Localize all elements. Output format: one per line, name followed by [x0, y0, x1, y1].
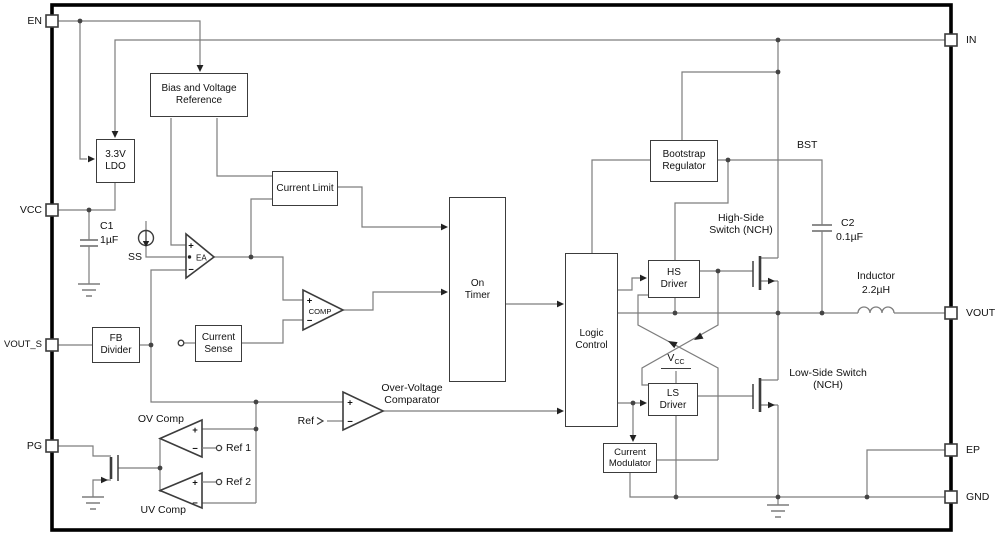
- block-current-limit-label: Current Limit: [276, 182, 334, 194]
- ref-input-chevron-icon: [316, 416, 325, 426]
- label-c2-value: 0.1µF: [836, 231, 864, 243]
- ref1-terminal: [215, 444, 223, 452]
- pin-label-vcc: VCC: [19, 204, 42, 216]
- block-bootstrap-label: Bootstrap Regulator: [662, 149, 706, 172]
- label-ref1: Ref 1: [226, 442, 252, 454]
- junction-dots: [77, 18, 870, 500]
- ground-symbol-c1: [78, 283, 100, 297]
- pin-label-in: IN: [966, 34, 977, 46]
- label-ss: SS: [127, 251, 142, 263]
- label-c1: C1: [100, 220, 114, 232]
- block-current-modulator-label: Current Modulator: [608, 446, 652, 469]
- label-bst: BST: [797, 139, 818, 151]
- block-hs-driver: HS Driver: [648, 260, 700, 298]
- c1-capacitor: [80, 239, 98, 247]
- uv-comp-minus: −: [192, 498, 198, 509]
- label-vcc-rail-sub: CC: [674, 359, 685, 367]
- pin-label-vout-s: VOUT_S: [3, 339, 42, 350]
- block-current-limit: Current Limit: [272, 171, 338, 206]
- ov-main-plus: +: [347, 398, 353, 409]
- block-logic-control-label: Logic Control: [575, 328, 608, 351]
- wiring: [58, 20, 945, 505]
- block-bootstrap-regulator: Bootstrap Regulator: [650, 140, 718, 182]
- block-ls-driver: LS Driver: [648, 383, 698, 416]
- ov-main-minus: −: [347, 417, 353, 428]
- pin-label-vout: VOUT: [966, 307, 996, 319]
- block-current-sense: Current Sense: [195, 325, 242, 362]
- current-sense-input-terminal: [177, 339, 185, 347]
- block-bias-voltage-reference: Bias and Voltage Reference: [150, 73, 248, 117]
- ea-plus: +: [188, 241, 194, 252]
- uv-comp-symbol: [157, 471, 203, 510]
- block-ls-driver-label: LS Driver: [659, 387, 687, 411]
- pin-label-pg: PG: [26, 440, 42, 452]
- label-overvoltage-comparator: Over-Voltage Comparator: [381, 382, 443, 407]
- arrowheads: [88, 65, 775, 484]
- label-ref: Ref: [297, 415, 314, 427]
- pin-en-square: [45, 14, 59, 28]
- pin-ep-square: [944, 443, 958, 457]
- block-ldo-label: 3.3V LDO: [105, 149, 126, 172]
- comp-minus: −: [307, 316, 313, 327]
- pin-in-square: [944, 33, 958, 47]
- label-vcc-rail-base: V: [667, 352, 675, 364]
- label-c1-value: 1µF: [100, 234, 119, 246]
- block-hs-driver-label: HS Driver: [660, 267, 688, 290]
- block-fb-divider: FB Divider: [92, 327, 140, 363]
- label-c2: C2: [841, 217, 855, 229]
- label-vcc-rail: VCC: [661, 352, 691, 370]
- pin-gnd-square: [944, 490, 958, 504]
- pin-pg-square: [45, 439, 59, 453]
- label-ov-comp: OV Comp: [137, 413, 184, 425]
- block-current-sense-label: Current Sense: [201, 331, 236, 355]
- ls-mosfet-icon: [752, 378, 762, 412]
- ov-comp-minus: −: [192, 444, 198, 455]
- label-hs-switch: High-Side Switch (NCH): [709, 212, 773, 237]
- ea-ss-input-dot: [187, 255, 192, 259]
- ref2-terminal: [215, 478, 223, 486]
- comp-plus: +: [307, 296, 313, 307]
- ea-label: EA: [196, 254, 207, 263]
- ground-symbol-ls: [767, 504, 789, 518]
- block-current-modulator: Current Modulator: [603, 443, 657, 473]
- label-ref2: Ref 2: [226, 476, 252, 488]
- ov-comp-symbol: [158, 418, 203, 459]
- pin-label-gnd: GND: [966, 491, 990, 503]
- inductor-coil: [857, 306, 895, 314]
- label-ls-switch: Low-Side Switch (NCH): [789, 367, 867, 392]
- ground-symbol-pg: [82, 496, 104, 510]
- block-logic-control: Logic Control: [565, 253, 618, 427]
- ref-stub-wires: [202, 447, 216, 483]
- label-inductor: Inductor: [857, 270, 895, 282]
- chip-outline: [50, 3, 953, 532]
- label-uv-comp: UV Comp: [140, 504, 186, 516]
- ea-minus: −: [188, 265, 194, 276]
- pin-vout-square: [944, 306, 958, 320]
- error-amplifier-symbol: [185, 232, 216, 280]
- pg-mosfet-icon: [109, 455, 119, 481]
- block-on-timer-label: On Timer: [464, 277, 491, 301]
- ss-current-source-icon: [137, 229, 155, 247]
- block-bias-label: Bias and Voltage Reference: [161, 83, 237, 106]
- pin-label-ep: EP: [966, 444, 981, 456]
- overvoltage-comparator-symbol: [342, 390, 385, 432]
- comp-comparator-symbol: [302, 288, 345, 332]
- ov-comp-plus: +: [192, 425, 198, 436]
- pin-vout-s-square: [45, 338, 59, 352]
- pin-vcc-square: [45, 203, 59, 217]
- block-on-timer: On Timer: [449, 197, 506, 382]
- comp-label: COMP: [309, 307, 332, 316]
- block-fb-divider-label: FB Divider: [100, 333, 132, 356]
- uv-comp-plus: +: [192, 478, 198, 489]
- label-inductor-value: 2.2µH: [861, 284, 891, 296]
- pin-label-en: EN: [27, 15, 42, 27]
- c2-capacitor: [812, 224, 832, 232]
- hs-mosfet-icon: [752, 256, 762, 290]
- block-ldo: 3.3V LDO: [96, 139, 135, 183]
